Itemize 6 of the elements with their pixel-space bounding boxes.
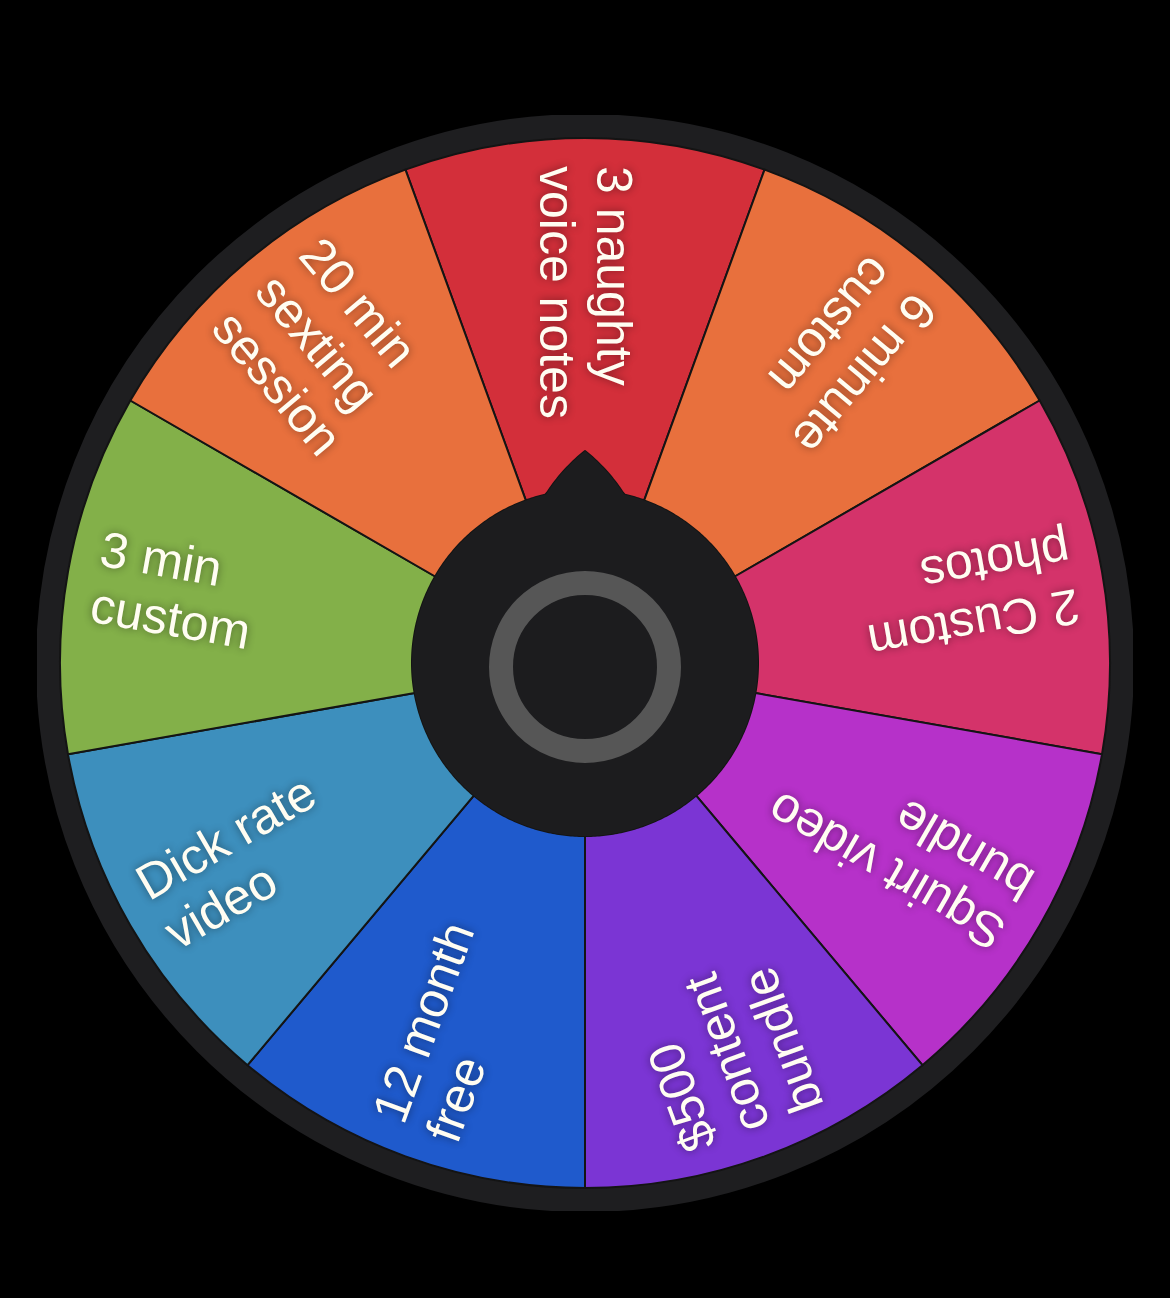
- segment-label: 2 Custom photos: [862, 520, 1085, 671]
- segment-label: 3 min custom: [85, 520, 256, 662]
- segment-label: 12 month free: [361, 913, 499, 1150]
- segment-label: Dick rate video: [126, 762, 326, 961]
- segment-label: $500 content bundle: [635, 959, 836, 1160]
- segment-label: 3 naughty voice notes: [528, 166, 642, 420]
